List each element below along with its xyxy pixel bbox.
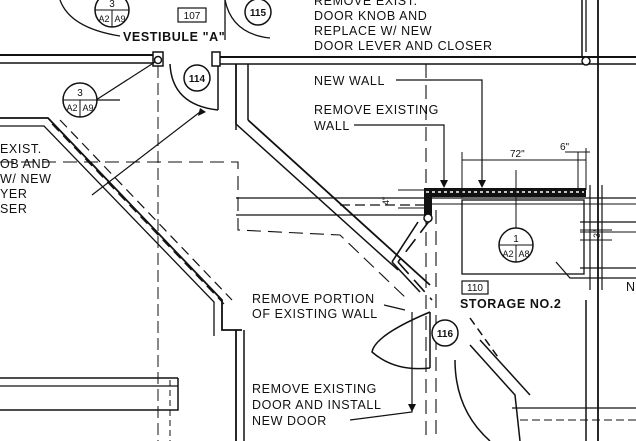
door-tag-116: 116 (431, 319, 459, 347)
door-115-number: 115 (250, 8, 267, 19)
removed-wall-dashed (397, 219, 433, 301)
vestibule-name: VESTIBULE "A" (123, 30, 225, 44)
dimension-lines (398, 148, 612, 241)
svg-text:REMOVE EXISTING: REMOVE EXISTING (314, 103, 439, 117)
vestibule-door-swings (59, 0, 271, 40)
detail-storage-number: 1 (513, 234, 519, 245)
leader-arrowheads (198, 108, 486, 412)
svg-text:REMOVE PORTION: REMOVE PORTION (252, 292, 375, 306)
detail-storage-ref-a: A2 (502, 249, 513, 259)
edge-text: N (626, 280, 636, 294)
right-structural-walls (512, 0, 636, 441)
svg-text:SER: SER (0, 202, 28, 216)
svg-text:DOOR AND INSTALL: DOOR AND INSTALL (252, 398, 382, 412)
diagonal-corridor-walls (0, 64, 431, 336)
lower-left-walls (0, 66, 245, 441)
svg-text:EXIST.: EXIST. (0, 142, 42, 156)
door-tag-114: 114 (183, 64, 211, 92)
detail-top-number: 3 (109, 0, 115, 10)
dimension-thick: 4" (381, 197, 391, 205)
door-116-swing (371, 311, 531, 441)
dimension-side: 6" (560, 142, 570, 153)
room-number-110: 110 (461, 280, 489, 295)
frame-markers (152, 51, 591, 67)
room-number-107: 107 (177, 7, 207, 23)
door-114-swing (169, 63, 219, 111)
dimension-width: 72" (510, 149, 525, 160)
note-new-wall: NEW WALL (314, 74, 385, 88)
svg-text:WALL: WALL (314, 119, 350, 133)
detail-top-ref-a: A2 (98, 14, 109, 24)
door-114-number: 114 (189, 74, 206, 85)
detail-top-ref-b: A9 (114, 14, 125, 24)
svg-text:OB AND: OB AND (0, 157, 51, 171)
svg-text:NEW DOOR: NEW DOOR (252, 414, 327, 428)
new-wall (423, 188, 586, 223)
svg-text:YER: YER (0, 187, 28, 201)
detail-mid-ref-a: A2 (66, 103, 77, 113)
svg-text:OF EXISTING WALL: OF EXISTING WALL (252, 307, 378, 321)
door-116-number: 116 (437, 329, 454, 340)
detail-bubble-storage: 1 A2 A8 (498, 227, 534, 263)
note-remove-wall: REMOVE EXISTING WALL (314, 103, 439, 133)
storage-name: STORAGE NO.2 (460, 297, 561, 311)
dimension-right: 3" (592, 230, 602, 238)
svg-text:DOOR LEVER AND CLOSER: DOOR LEVER AND CLOSER (314, 39, 493, 53)
vestibule-number: 107 (184, 11, 201, 22)
door-tag-115: 115 (244, 0, 272, 26)
svg-text:REPLACE W/ NEW: REPLACE W/ NEW (314, 24, 432, 38)
detail-mid-ref-b: A9 (82, 103, 93, 113)
svg-text:REMOVE EXISTING: REMOVE EXISTING (252, 382, 377, 396)
top-wall-band (0, 54, 636, 65)
short-wall-segment (391, 221, 421, 293)
storage-number: 110 (467, 283, 483, 294)
svg-text:W/ NEW: W/ NEW (0, 172, 52, 186)
detail-bubble-mid: 3 A2 A9 (62, 82, 98, 118)
note-remove-door: REMOVE EXISTING DOOR AND INSTALL NEW DOO… (252, 382, 382, 428)
corridor-lines (236, 197, 426, 216)
storage-room-outline (432, 185, 636, 290)
note-left-partial: EXIST. OB AND W/ NEW YER SER (0, 142, 52, 216)
detail-bubble-top: 3 A2 A9 (94, 0, 130, 28)
svg-text:REMOVE EXIST.: REMOVE EXIST. (314, 0, 418, 8)
detail-mid-number: 3 (77, 88, 83, 99)
note-door-knob: REMOVE EXIST. DOOR KNOB AND REPLACE W/ N… (314, 0, 493, 53)
note-remove-portion: REMOVE PORTION OF EXISTING WALL (252, 292, 378, 321)
svg-text:DOOR KNOB AND: DOOR KNOB AND (314, 9, 427, 23)
detail-storage-ref-b: A8 (518, 249, 529, 259)
